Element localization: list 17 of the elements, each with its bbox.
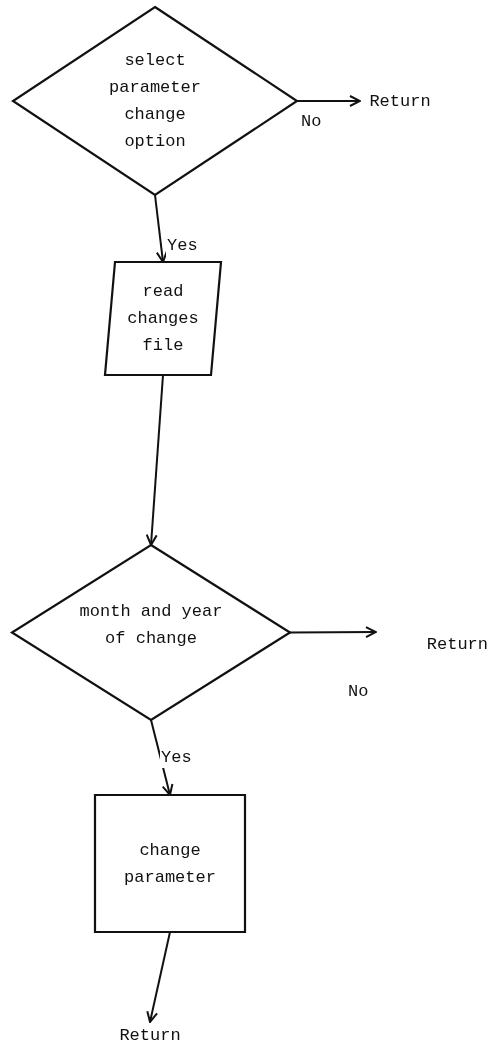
node-text: select parameter change option (108, 50, 202, 153)
arrow (296, 95, 361, 107)
return-text: Return (369, 90, 431, 113)
node-text: read changes file (126, 281, 200, 357)
process-box (95, 795, 245, 932)
node-text: change parameter (123, 839, 217, 889)
arrow (154, 194, 168, 263)
decision-diamond (13, 7, 297, 195)
edge-label: Yes (160, 748, 193, 768)
arrow (150, 719, 174, 796)
decision-diamond (12, 545, 290, 720)
input-parallelogram (105, 262, 221, 375)
node-text: month and year of change (78, 600, 224, 650)
edge-label: Yes (166, 236, 199, 256)
return-text: Return (426, 634, 488, 656)
arrow (289, 626, 377, 639)
return-text: Return (119, 1024, 181, 1047)
